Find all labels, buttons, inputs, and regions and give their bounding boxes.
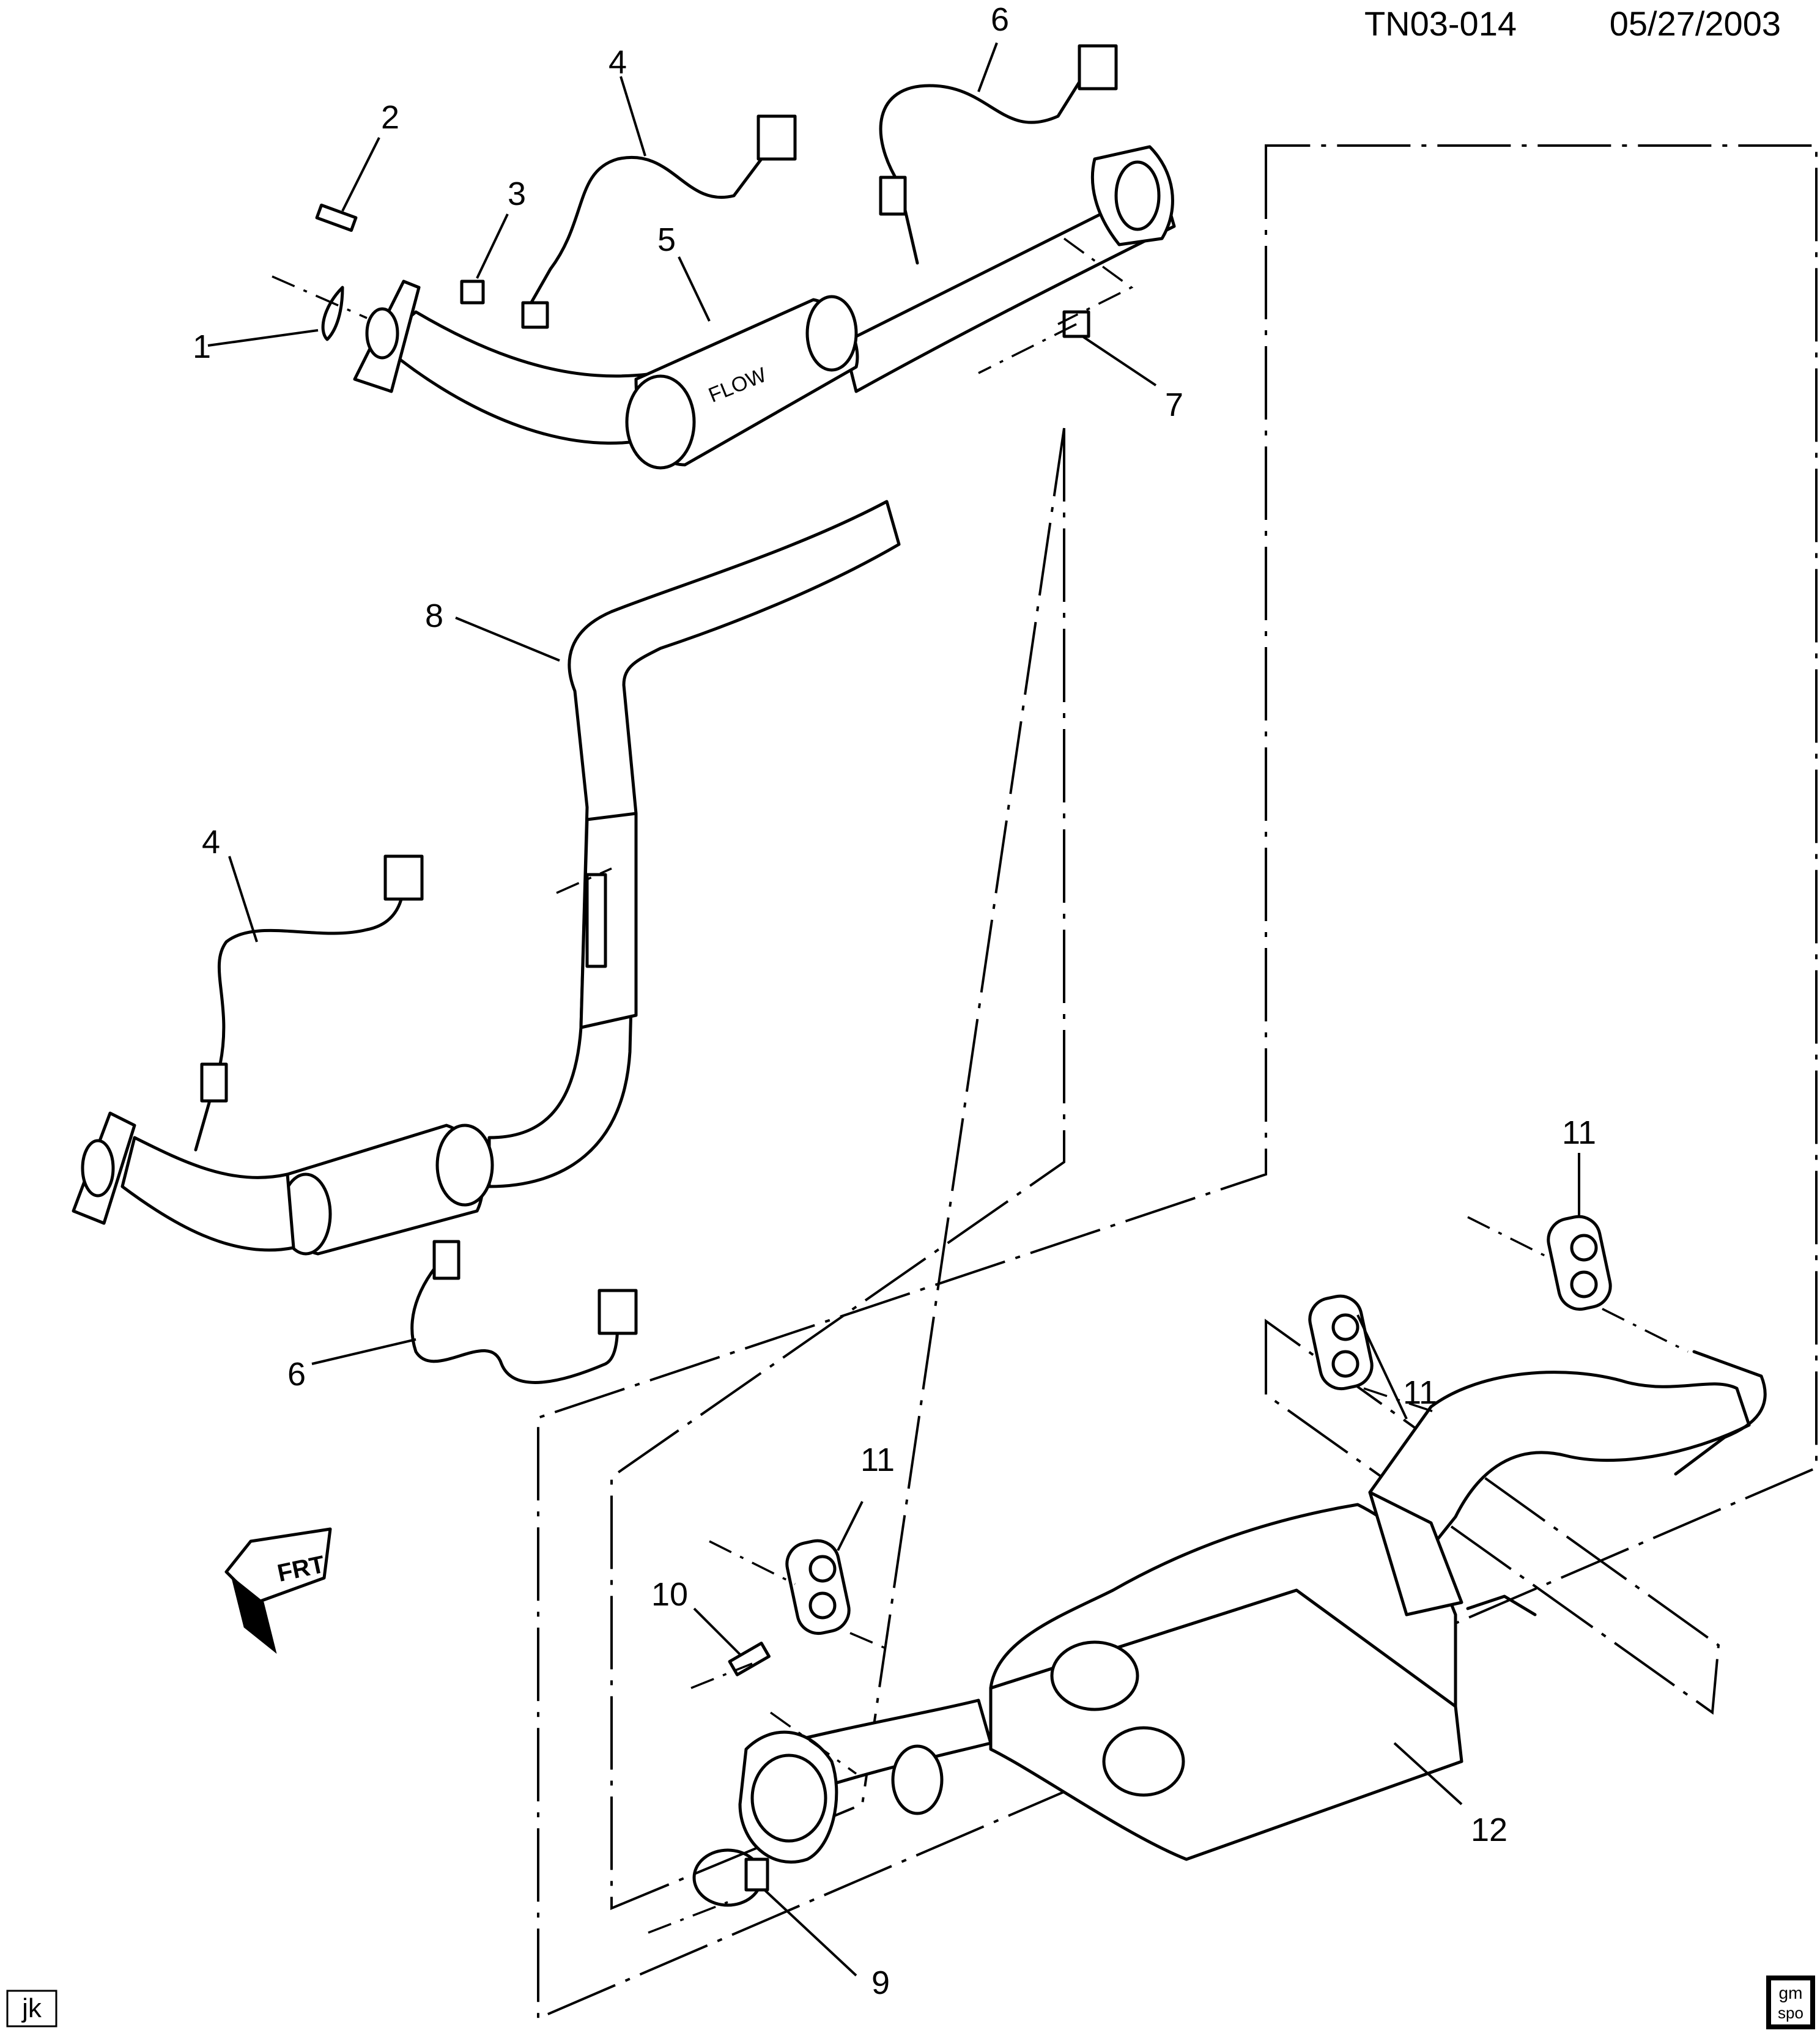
callout-4-upper: 4	[609, 44, 627, 81]
leader-line	[620, 76, 646, 157]
muffler-inlet-pipe	[891, 1744, 944, 1815]
leader-line	[311, 1338, 416, 1365]
assembly-frame-lower	[610, 428, 1065, 1910]
flange-rear-upper	[1090, 145, 1174, 246]
exhaust-hanger-lower	[785, 1539, 851, 1635]
logo-bottom-text: spo	[1778, 2004, 1803, 2022]
leader-line	[1356, 1314, 1408, 1420]
catalytic-converter-upper: FLOW	[625, 295, 859, 470]
callout-9: 9	[871, 1964, 890, 2001]
callout-1: 1	[193, 328, 211, 365]
callout-2: 2	[381, 99, 399, 136]
leader-line	[977, 42, 998, 92]
exhaust-hanger-upper	[1547, 1215, 1612, 1311]
inlet-flange	[738, 1730, 838, 1864]
initials-text: jk	[21, 1993, 42, 2023]
document-id: TN03-014	[1364, 4, 1517, 43]
alignment-line	[978, 323, 1077, 374]
callout-6-upper: 6	[991, 1, 1009, 38]
leader-line	[678, 256, 711, 322]
exhaust-hanger-middle	[1308, 1294, 1374, 1391]
alignment-line	[272, 275, 368, 319]
callout-10: 10	[651, 1576, 688, 1613]
leader-line	[341, 137, 380, 212]
leader-line	[1081, 335, 1157, 387]
logo-top-text: gm	[1779, 1983, 1803, 2002]
leader-line	[476, 213, 509, 279]
seal-ring	[321, 286, 344, 341]
callout-11-middle: 11	[1403, 1374, 1437, 1411]
oxygen-sensor-upper-front	[521, 114, 797, 329]
callout-3: 3	[508, 176, 526, 212]
stud	[315, 203, 358, 232]
callout-7: 7	[1165, 387, 1183, 423]
hanger-bolt	[728, 1642, 771, 1676]
exhaust-clamp	[692, 1848, 769, 1907]
alignment-line	[690, 1662, 753, 1689]
leader-line	[837, 1501, 864, 1551]
initials-box: jk	[6, 1990, 57, 2027]
oxygen-sensor-upper-rear	[879, 44, 1118, 265]
alignment-line	[1363, 1387, 1438, 1414]
alignment-line	[1057, 237, 1134, 325]
leader-line	[207, 329, 319, 347]
catalytic-converter-lower	[279, 1124, 494, 1256]
nut	[460, 280, 485, 305]
flange-front-upper	[353, 280, 421, 393]
alignment-line	[648, 1901, 728, 1934]
leader-line	[1393, 1742, 1463, 1805]
hanger-frame-right	[1265, 1319, 1720, 1715]
front-pipe-lower	[72, 1111, 295, 1252]
alignment-line	[556, 867, 612, 894]
hanger-rod	[1466, 1350, 1767, 1616]
alignment-line	[849, 1632, 893, 1653]
callout-11-upper: 11	[1562, 1114, 1596, 1151]
document-date: 05/27/2003	[1610, 4, 1781, 43]
callout-6-lower: 6	[287, 1356, 306, 1393]
assembly-frame-upper	[537, 144, 1818, 2021]
gm-spo-logo: gm spo	[1766, 1976, 1815, 2029]
leader-line	[693, 1607, 741, 1656]
alignment-line	[709, 1540, 796, 1585]
callout-8: 8	[425, 598, 443, 634]
leader-line	[455, 617, 560, 662]
alignment-line	[1602, 1308, 1689, 1353]
oxygen-sensor-lower-rear	[410, 1240, 638, 1384]
callout-12: 12	[1471, 1812, 1507, 1848]
intermediate-pipe	[487, 500, 901, 1188]
callout-11-lower: 11	[860, 1442, 895, 1478]
oxygen-sensor-lower-front	[194, 854, 424, 1152]
callout-4-lower: 4	[202, 824, 220, 861]
leader-line	[228, 856, 258, 942]
alignment-line	[1467, 1216, 1554, 1261]
leader-line	[763, 1889, 857, 1977]
callout-5: 5	[657, 221, 676, 258]
front-direction-indicator: FRT	[224, 1527, 332, 1654]
alignment-line	[769, 1711, 857, 1775]
muffler-assembly	[756, 1371, 1751, 1861]
